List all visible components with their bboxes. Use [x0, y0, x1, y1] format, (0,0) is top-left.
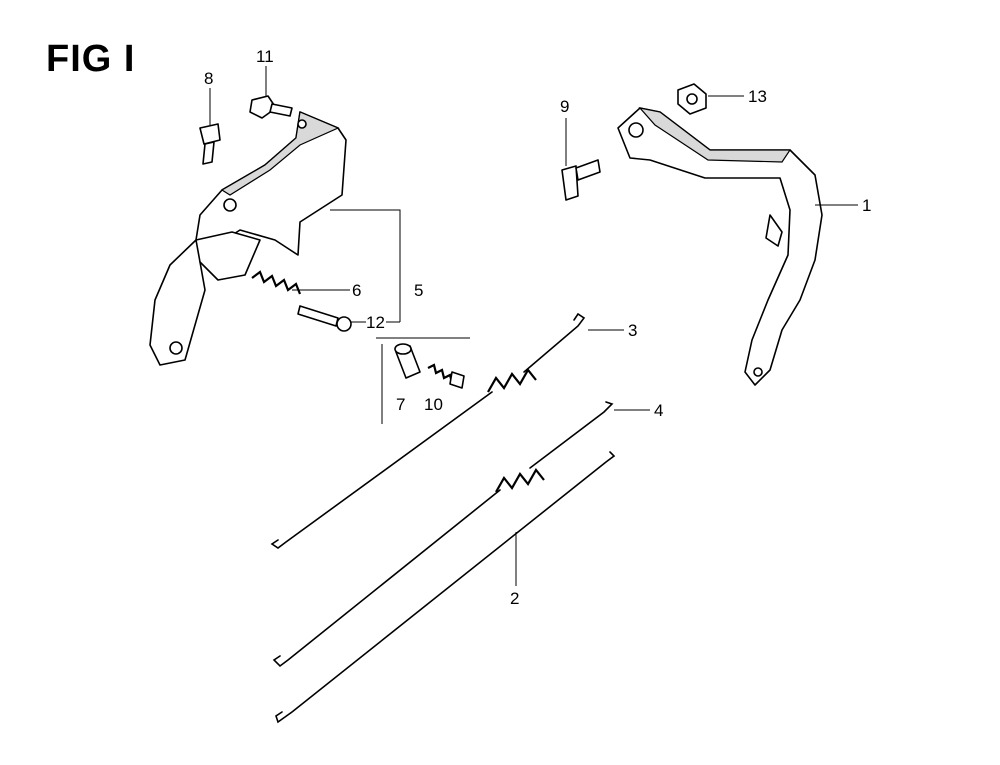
nut-part-13 [677, 83, 707, 115]
bolt-part-11 [249, 95, 293, 119]
callout-1: 1 [862, 196, 871, 215]
callout-12: 12 [366, 313, 385, 332]
collar-part-7 [394, 343, 421, 379]
callout-8: 8 [204, 69, 213, 88]
spring-rod-part-3 [270, 312, 586, 549]
callout-4: 4 [654, 401, 663, 420]
lever-part-1 [617, 107, 823, 386]
leader-lines [209, 66, 858, 586]
pin-part-9 [561, 159, 601, 201]
callout-10: 10 [424, 395, 443, 414]
callout-5: 5 [414, 281, 423, 300]
spring-part-6 [251, 270, 302, 295]
callout-3: 3 [628, 321, 637, 340]
control-bracket-part-5 [149, 111, 347, 366]
callout-11: 11 [256, 47, 274, 66]
rod-part-2 [275, 451, 616, 724]
bolt-part-8 [199, 123, 221, 165]
screw-part-12 [297, 305, 352, 332]
screw-part-10 [427, 363, 465, 389]
callout-13: 13 [748, 87, 767, 106]
callout-9: 9 [560, 97, 569, 116]
figure-title: FIG I [46, 38, 136, 80]
callout-7: 7 [396, 395, 405, 414]
callout-6: 6 [352, 281, 361, 300]
callout-2: 2 [510, 589, 519, 608]
spring-rod-part-4 [272, 401, 614, 668]
